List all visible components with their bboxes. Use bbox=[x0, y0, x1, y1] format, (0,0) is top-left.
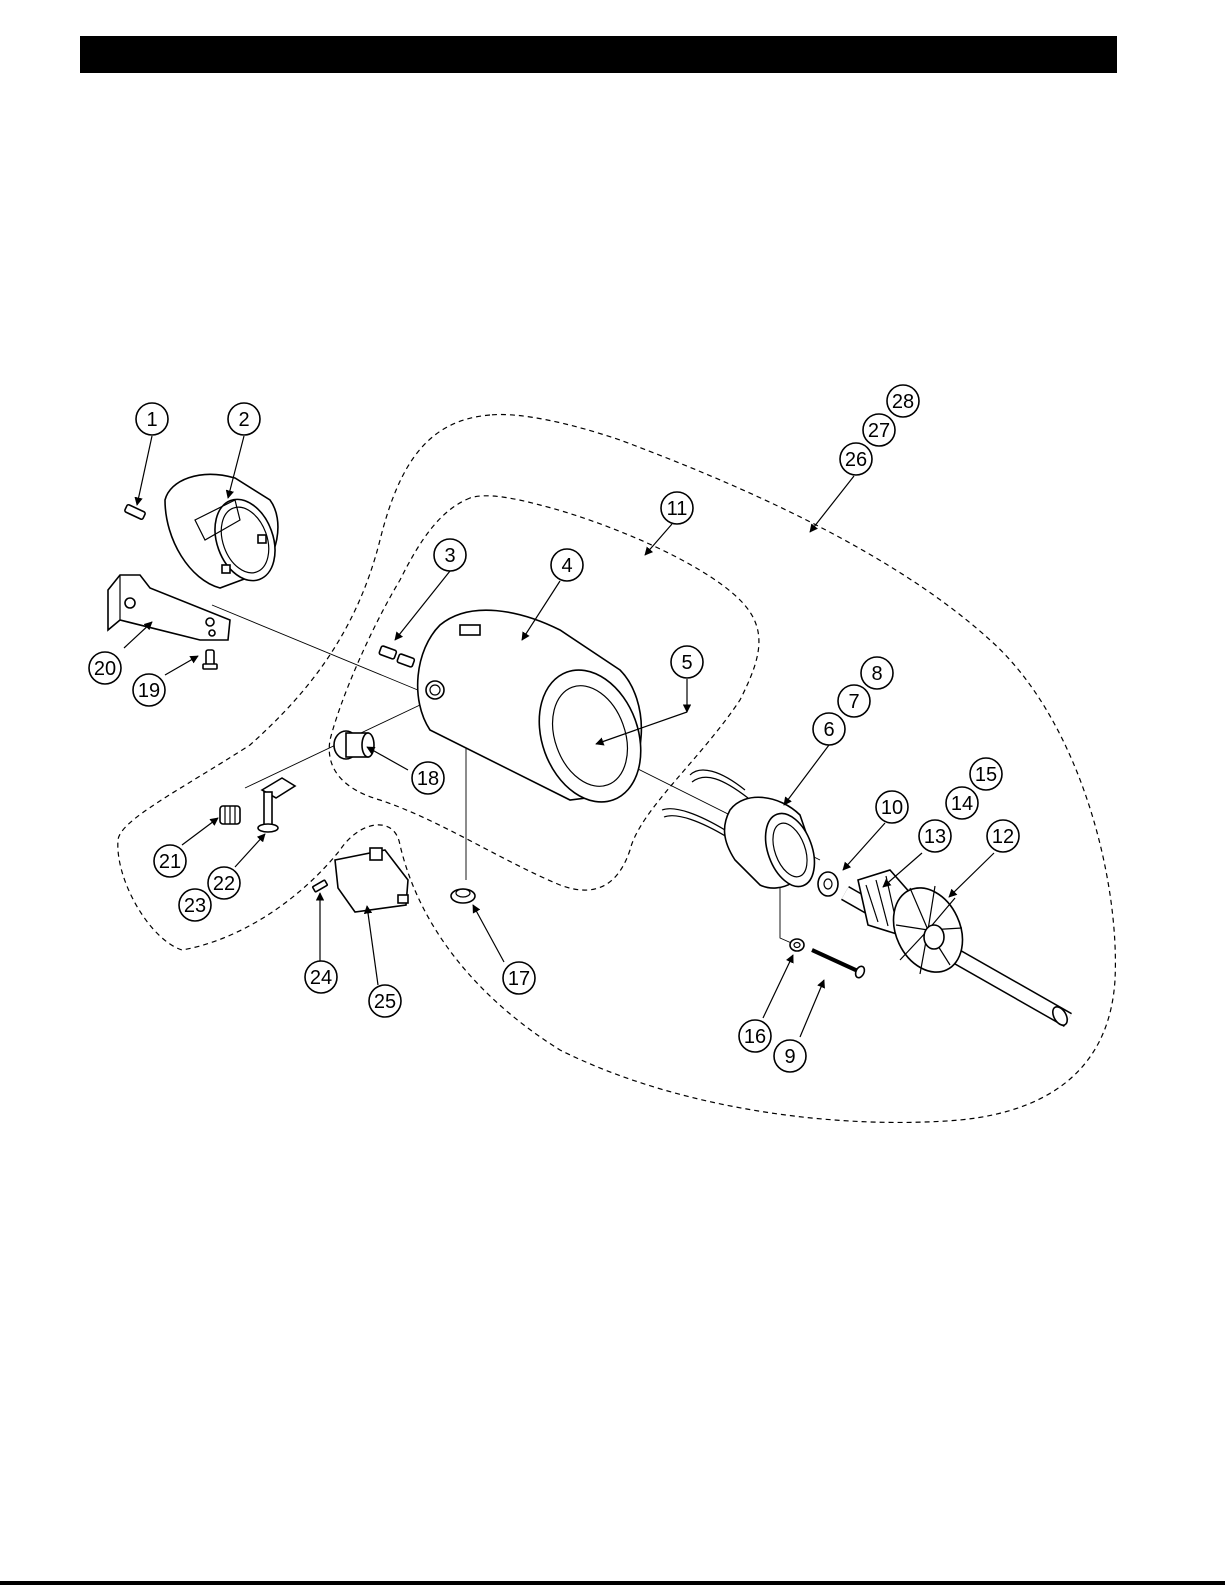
svg-text:19: 19 bbox=[138, 680, 160, 702]
callout-14: 14 bbox=[946, 787, 978, 819]
callout-15: 15 bbox=[970, 758, 1002, 790]
callout-16: 16 bbox=[739, 1020, 771, 1052]
field-assembly-part-6 bbox=[662, 770, 824, 893]
callout-28: 28 bbox=[887, 385, 919, 417]
svg-text:13: 13 bbox=[924, 826, 946, 848]
callout-26: 26 bbox=[840, 443, 872, 475]
capacitor-part-25 bbox=[335, 848, 408, 912]
callout-17: 17 bbox=[503, 962, 535, 994]
brush-part-21 bbox=[220, 806, 240, 824]
svg-text:18: 18 bbox=[417, 768, 439, 790]
guide-line-brush bbox=[245, 705, 420, 788]
callout-11: 11 bbox=[661, 492, 693, 524]
washer-part-16 bbox=[790, 939, 804, 951]
svg-text:9: 9 bbox=[784, 1046, 795, 1068]
svg-text:24: 24 bbox=[310, 967, 332, 989]
guide-line-screw bbox=[780, 880, 796, 945]
callout-13: 13 bbox=[919, 820, 951, 852]
svg-text:15: 15 bbox=[975, 764, 997, 786]
callout-25: 25 bbox=[369, 985, 401, 1017]
callout-18: 18 bbox=[412, 762, 444, 794]
callout-10: 10 bbox=[876, 791, 908, 823]
callout-1: 1 bbox=[136, 403, 168, 435]
end-cap-part-2 bbox=[165, 474, 286, 589]
svg-text:1: 1 bbox=[146, 409, 157, 431]
callout-8: 8 bbox=[861, 657, 893, 689]
svg-text:6: 6 bbox=[823, 719, 834, 741]
svg-text:17: 17 bbox=[508, 968, 530, 990]
svg-text:16: 16 bbox=[744, 1026, 766, 1048]
screw-part-19 bbox=[203, 650, 217, 669]
bearing-part-10 bbox=[818, 872, 838, 896]
svg-text:14: 14 bbox=[951, 793, 973, 815]
grommet-part-17 bbox=[451, 889, 475, 903]
motor-housing-part-4 bbox=[418, 610, 659, 816]
callout-27: 27 bbox=[863, 414, 895, 446]
callout-6: 6 bbox=[813, 713, 845, 745]
bolt-part-9 bbox=[812, 950, 866, 979]
svg-text:10: 10 bbox=[881, 797, 903, 819]
svg-text:23: 23 bbox=[184, 895, 206, 917]
svg-text:5: 5 bbox=[681, 652, 692, 674]
svg-text:7: 7 bbox=[848, 691, 859, 713]
svg-text:22: 22 bbox=[213, 873, 235, 895]
callout-4: 4 bbox=[551, 549, 583, 581]
callout-21: 21 bbox=[154, 845, 186, 877]
brush-holder-part-22 bbox=[258, 778, 295, 832]
callout-5: 5 bbox=[671, 646, 703, 678]
svg-text:2: 2 bbox=[238, 409, 249, 431]
screw-part-24 bbox=[312, 880, 327, 892]
svg-text:21: 21 bbox=[159, 851, 181, 873]
bottom-rule bbox=[0, 1581, 1225, 1585]
svg-text:3: 3 bbox=[444, 545, 455, 567]
callout-24: 24 bbox=[305, 961, 337, 993]
svg-text:11: 11 bbox=[667, 498, 688, 520]
svg-text:27: 27 bbox=[868, 420, 890, 442]
svg-text:12: 12 bbox=[992, 826, 1014, 848]
svg-text:4: 4 bbox=[561, 555, 572, 577]
callout-9: 9 bbox=[774, 1040, 806, 1072]
svg-text:8: 8 bbox=[871, 663, 882, 685]
callout-20: 20 bbox=[89, 652, 121, 684]
springs-part-3 bbox=[379, 646, 415, 668]
callout-19: 19 bbox=[133, 674, 165, 706]
callout-22: 22 bbox=[208, 867, 240, 899]
bushing-part-18 bbox=[334, 731, 374, 759]
callout-12: 12 bbox=[987, 820, 1019, 852]
screw-part-1 bbox=[124, 504, 146, 520]
svg-text:28: 28 bbox=[892, 391, 914, 413]
svg-text:20: 20 bbox=[94, 658, 116, 680]
svg-text:25: 25 bbox=[374, 991, 396, 1013]
callout-7: 7 bbox=[838, 685, 870, 717]
callout-23: 23 bbox=[179, 889, 211, 921]
svg-text:26: 26 bbox=[845, 449, 867, 471]
callout-2: 2 bbox=[228, 403, 260, 435]
callout-3: 3 bbox=[434, 539, 466, 571]
